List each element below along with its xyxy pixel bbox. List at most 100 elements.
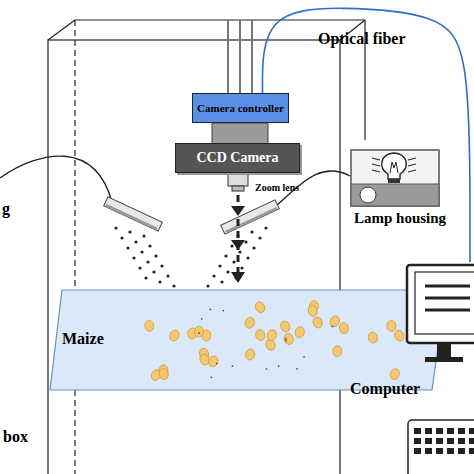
light-head <box>221 200 280 234</box>
maize-kernel <box>393 329 405 342</box>
maize-kernel <box>389 367 401 381</box>
camera-controller-box: Camera controller <box>192 93 289 123</box>
light-stroke <box>372 164 380 166</box>
part-label: Zoom lens <box>255 182 299 193</box>
bulb-base <box>388 179 400 183</box>
key <box>458 438 465 444</box>
dust-dot <box>211 376 213 378</box>
ray-dot <box>134 240 137 243</box>
dust-dot <box>303 356 305 358</box>
key <box>469 438 474 444</box>
monitor-base <box>425 357 463 362</box>
ray-dot <box>158 280 161 283</box>
key <box>436 448 443 454</box>
ray-dot <box>160 264 163 267</box>
bulb <box>382 153 407 179</box>
ray-dot <box>252 246 255 249</box>
key <box>447 448 454 454</box>
node-label: CCD Camera <box>196 150 278 165</box>
key <box>447 438 454 444</box>
ray-dot <box>166 274 169 277</box>
ray-dot <box>142 234 145 237</box>
key <box>447 428 454 434</box>
plate-shape <box>48 288 448 392</box>
ray-dot <box>258 236 261 239</box>
monitor-screen <box>415 272 474 334</box>
ray-dot <box>120 236 123 239</box>
cable <box>251 20 253 93</box>
dust-dot <box>222 310 224 312</box>
ray-dot <box>140 250 143 253</box>
ray-dot <box>250 230 253 233</box>
key <box>425 448 432 454</box>
lamp-housing: Lamp housing <box>350 148 460 230</box>
dust-dot <box>332 326 334 328</box>
ray-dot <box>244 240 247 243</box>
keys <box>414 428 474 454</box>
maize-kernel <box>294 326 306 339</box>
arrow-head <box>231 240 245 250</box>
key <box>436 428 443 434</box>
ray-dot <box>206 284 209 287</box>
maize-kernel <box>254 300 267 314</box>
ray-dot <box>144 276 147 279</box>
dust-dot <box>216 363 218 365</box>
maize-kernel <box>254 329 265 342</box>
key <box>458 448 465 454</box>
ray-dot <box>238 250 241 253</box>
box-edge <box>75 19 365 20</box>
maize-kernel <box>328 314 341 328</box>
keyboard <box>408 420 474 474</box>
box-front <box>48 40 340 474</box>
camera-mount <box>212 123 268 144</box>
maize-kernel <box>266 328 278 341</box>
dust-dot <box>209 309 211 311</box>
key <box>458 428 465 434</box>
dark-box <box>48 20 365 474</box>
node-label: Maize <box>62 330 104 348</box>
monitor-icon <box>345 262 474 372</box>
box-edge-hidden <box>74 20 75 474</box>
dust-dot <box>201 318 203 320</box>
housing-frame <box>351 150 439 206</box>
cable <box>227 20 229 93</box>
node-label: Camera controller <box>197 102 284 114</box>
dust-dot <box>232 365 234 367</box>
maize-kernel <box>283 332 295 345</box>
key <box>425 428 432 434</box>
ray-dot <box>152 270 155 273</box>
lens-tip <box>232 186 244 191</box>
ray-dot <box>226 270 229 273</box>
maize-kernel <box>333 345 343 356</box>
dust-dot <box>278 365 280 367</box>
monitor-frame <box>407 265 474 343</box>
light-stroke <box>408 158 416 160</box>
maize-kernel <box>207 355 219 369</box>
ray-dot <box>138 266 141 269</box>
ray-dot <box>232 260 235 263</box>
ray-dot <box>240 266 243 269</box>
light-head <box>104 197 163 231</box>
connector-label: Optical fiber <box>318 30 406 48</box>
light-head-body <box>221 200 280 234</box>
screen-line <box>425 309 470 312</box>
light-head-face <box>106 204 158 230</box>
camera-cables <box>228 20 252 93</box>
housing-knob <box>360 187 376 203</box>
ray-dot <box>224 254 227 257</box>
computer: Computer <box>345 262 474 407</box>
maize-kernel <box>144 320 155 332</box>
maize-kernel <box>279 320 291 333</box>
ray-dot <box>220 280 223 283</box>
lamp-wire <box>0 156 112 202</box>
node-label: Computer <box>350 380 420 398</box>
keyboard-body <box>408 420 474 474</box>
maize-kernel <box>193 325 204 338</box>
dust-dot <box>296 368 298 370</box>
maize-kernel <box>245 348 256 360</box>
maize-kernel <box>339 322 350 334</box>
light-stroke <box>372 170 380 172</box>
